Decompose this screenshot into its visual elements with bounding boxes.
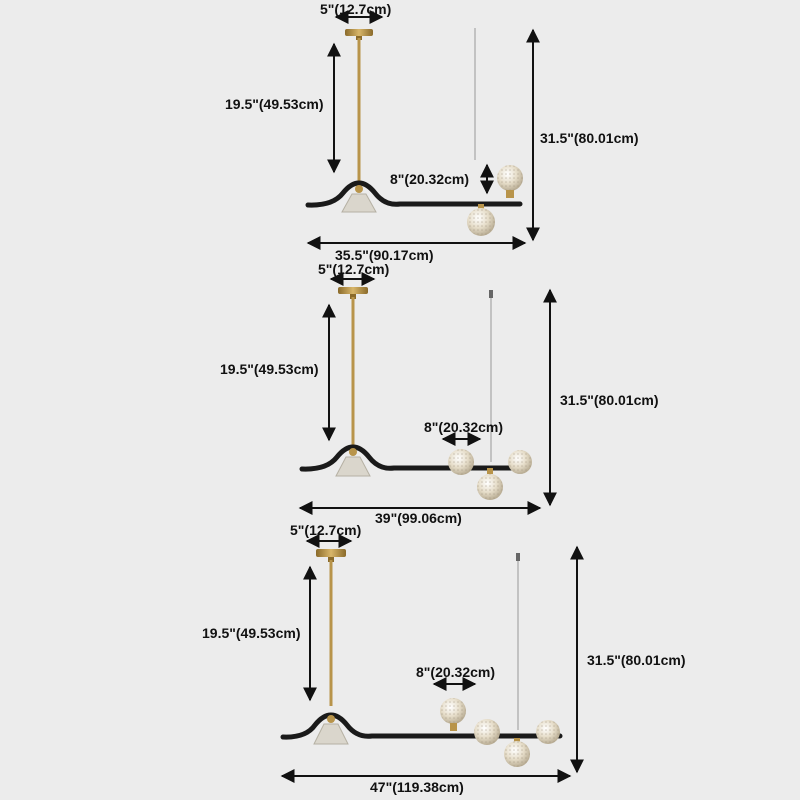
globe-bulb	[467, 204, 495, 236]
total-length-label: 35.5"(90.17cm)	[335, 247, 433, 263]
drop-length-label: 19.5"(49.53cm)	[225, 96, 323, 112]
globe-bulb	[477, 468, 503, 500]
cone-shade	[335, 448, 371, 477]
total-height-label: 31.5"(80.01cm)	[540, 130, 638, 146]
drop-length-label: 19.5"(49.53cm)	[220, 361, 318, 377]
variant-2-lamp	[299, 287, 532, 500]
globe-bulb	[474, 719, 500, 745]
total-height-label: 31.5"(80.01cm)	[587, 652, 685, 668]
canopy	[338, 287, 368, 299]
globe-bulb	[508, 450, 532, 474]
canopy	[316, 549, 346, 562]
cone-shade	[341, 185, 377, 213]
total-length-label: 39"(99.06cm)	[375, 510, 462, 526]
canopy-width-label: 5"(12.7cm)	[320, 1, 391, 17]
variant-2-dimensions: 5"(12.7cm) 19.5"(49.53cm) 31.5"(80.01cm)…	[220, 261, 658, 526]
globe-bulb	[504, 738, 530, 767]
variant-3-dimensions: 5"(12.7cm) 19.5"(49.53cm) 31.5"(80.01cm)…	[202, 522, 685, 795]
globe-bulb	[536, 720, 560, 744]
drop-length-label: 19.5"(49.53cm)	[202, 625, 300, 641]
wavy-frame	[305, 180, 523, 208]
variant-1-dimensions: 5"(12.7cm) 19.5"(49.53cm) 31.5"(80.01cm)…	[225, 1, 638, 263]
globe-bulb	[440, 698, 466, 731]
variant-1-lamp	[305, 28, 523, 236]
bulb-spacing-label: 8"(20.32cm)	[416, 664, 495, 680]
wavy-frame	[299, 444, 530, 472]
canopy-width-label: 5"(12.7cm)	[318, 261, 389, 277]
bulb-spacing-label: 8"(20.32cm)	[390, 171, 469, 187]
total-length-label: 47"(119.38cm)	[370, 779, 464, 795]
globe-bulb	[448, 449, 474, 475]
globe-bulb	[497, 165, 523, 198]
total-height-label: 31.5"(80.01cm)	[560, 392, 658, 408]
canopy-width-label: 5"(12.7cm)	[290, 522, 361, 538]
wavy-frame	[280, 712, 563, 740]
variant-3-lamp	[280, 549, 563, 767]
bulb-spacing-label: 8"(20.32cm)	[424, 419, 503, 435]
cone-shade	[313, 715, 349, 745]
